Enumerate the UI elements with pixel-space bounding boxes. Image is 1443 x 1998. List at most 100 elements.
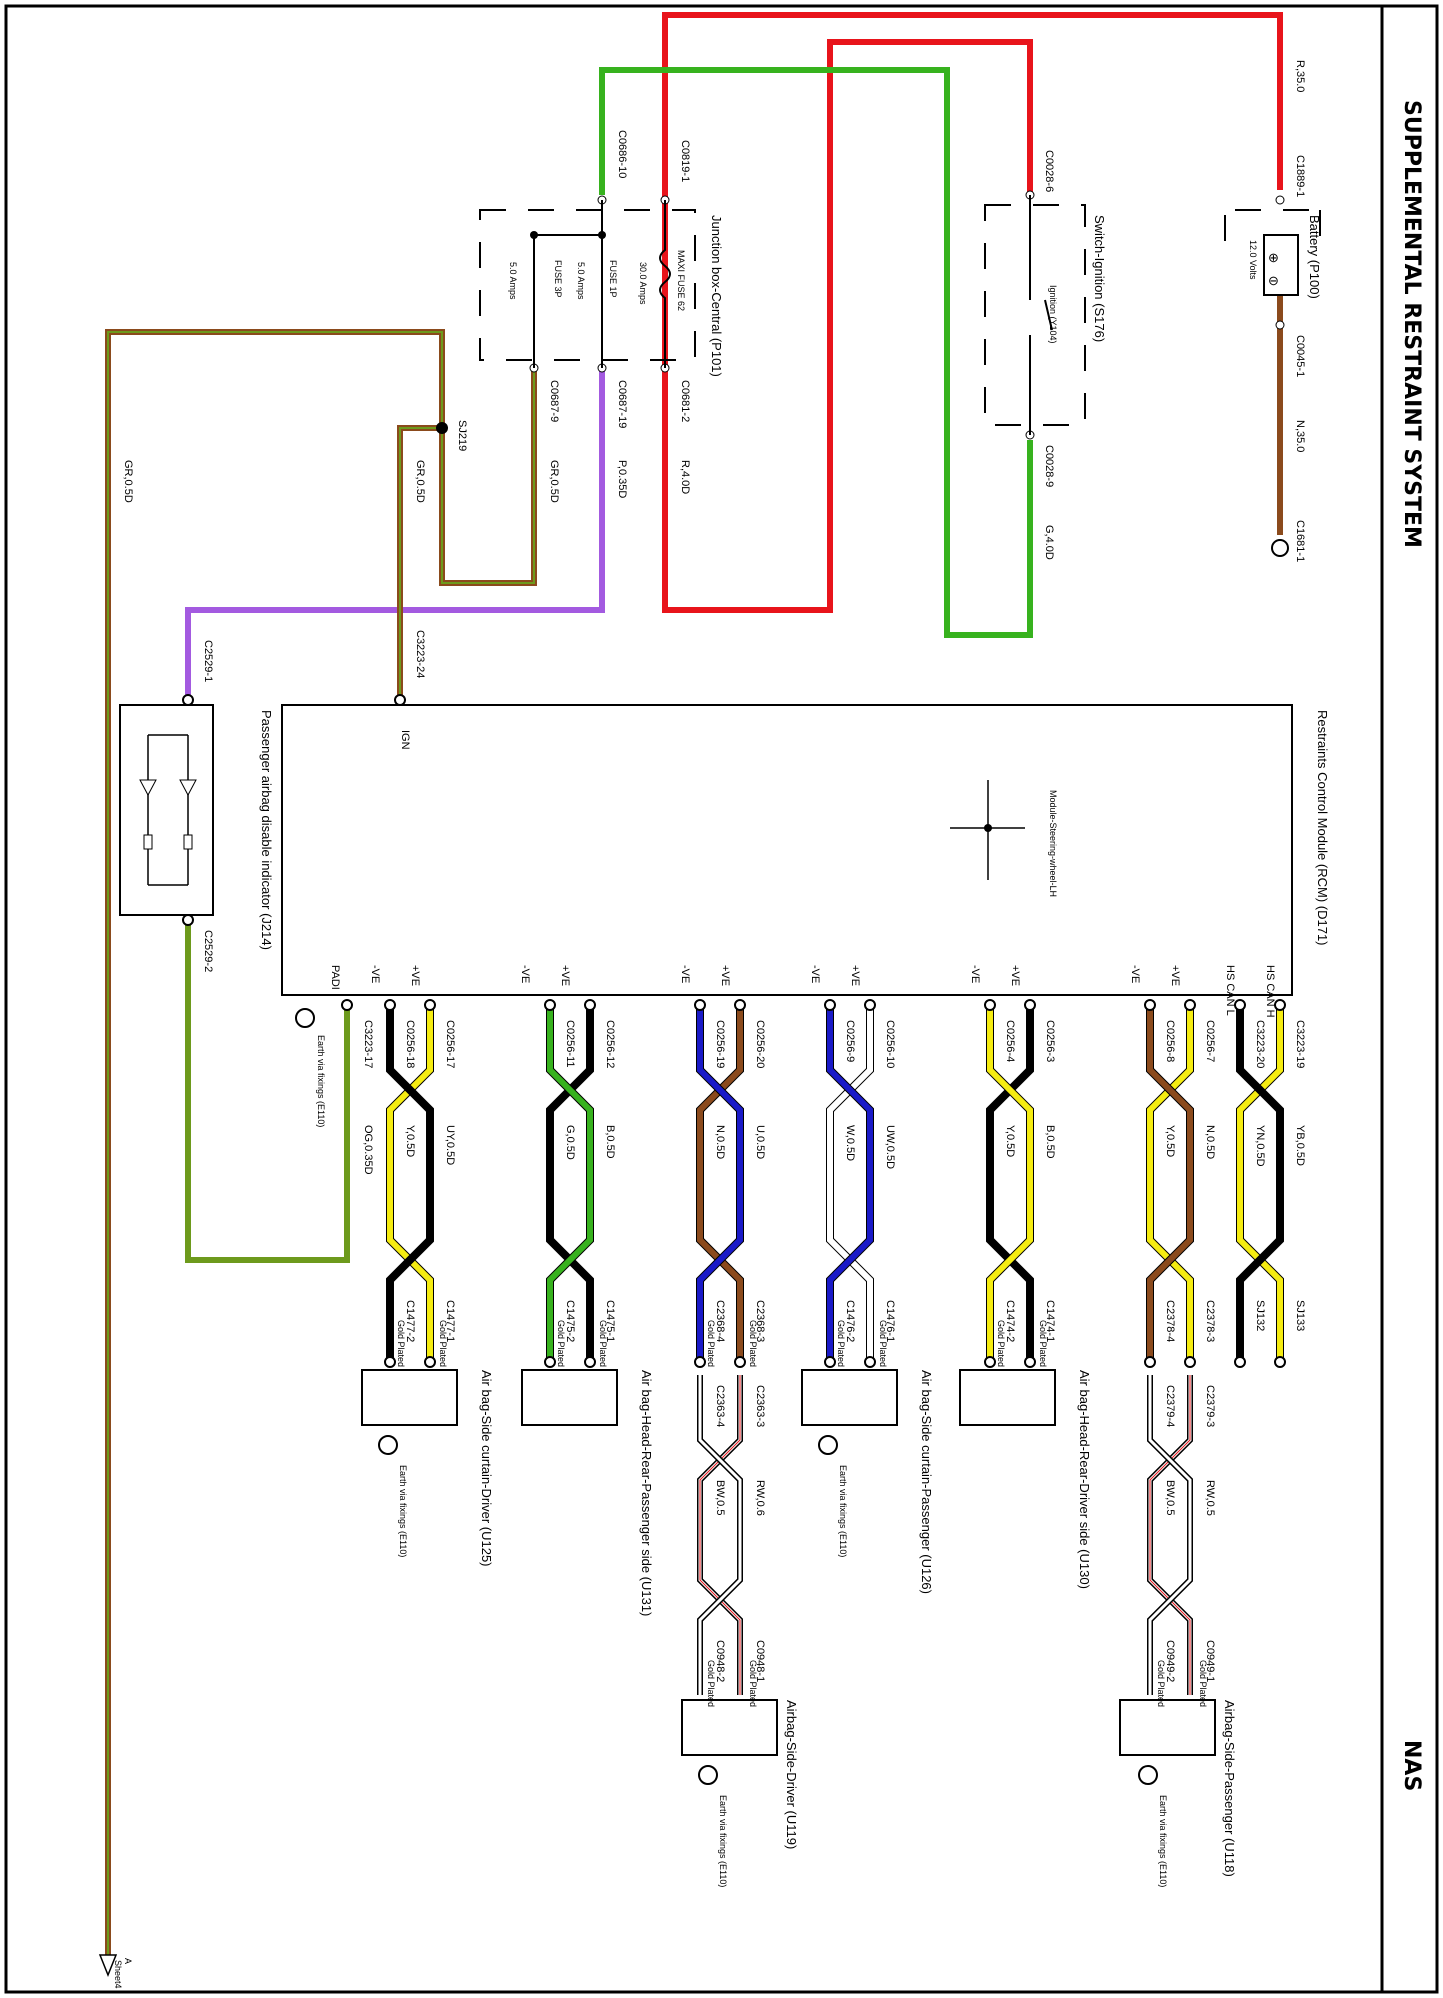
label: HS CAN L xyxy=(1224,965,1236,1016)
passenger-airbag-indicator: Passenger airbag disable indicator (J214… xyxy=(119,640,274,972)
svg-text:C1889-1: C1889-1 xyxy=(1294,155,1306,197)
connector-pin xyxy=(984,999,996,1011)
label: C0949-2 xyxy=(1164,1640,1176,1682)
label: C0949-1 xyxy=(1204,1640,1216,1682)
label: C0256-17 xyxy=(444,1020,456,1068)
label: C2368-4 xyxy=(714,1300,726,1342)
svg-text:C0681-2: C0681-2 xyxy=(679,380,691,422)
svg-text:FUSE 3P: FUSE 3P xyxy=(553,260,563,298)
label: C1475-2 xyxy=(564,1300,576,1342)
label: C2363-3 xyxy=(754,1385,766,1427)
svg-text:MAXI FUSE 62: MAXI FUSE 62 xyxy=(676,250,686,311)
connector-pin xyxy=(584,1356,596,1368)
label: Gold Plated xyxy=(1156,1660,1166,1707)
label: C0256-10 xyxy=(884,1020,896,1068)
svg-text:12.0 Volts: 12.0 Volts xyxy=(1248,240,1258,280)
label: C1474-1 xyxy=(1044,1300,1056,1342)
label: YB,0.5D xyxy=(1294,1125,1306,1166)
label: N,0.5D xyxy=(1204,1125,1216,1159)
label: SJ133 xyxy=(1294,1300,1306,1331)
label: -VE xyxy=(809,965,821,983)
connector-pin xyxy=(584,999,596,1011)
svg-text:C1681-1: C1681-1 xyxy=(1294,520,1306,562)
wire xyxy=(698,1375,742,1695)
svg-text:Earth via fixings (E110): Earth via fixings (E110) xyxy=(398,1465,408,1557)
connector-pin xyxy=(424,1356,436,1368)
svg-text:Earth via fixings (E110): Earth via fixings (E110) xyxy=(316,1035,326,1127)
svg-text:Earth via fixings (E110): Earth via fixings (E110) xyxy=(718,1795,728,1887)
svg-text:P,0.35D: P,0.35D xyxy=(616,460,628,498)
svg-text:Module-Steering-wheel-LH: Module-Steering-wheel-LH xyxy=(1048,790,1058,897)
airbag-modules: Air bag-Head-Rear-Driver side (U130) Air… xyxy=(361,1369,1237,1887)
label: -VE xyxy=(679,965,691,983)
svg-text:N,35.0: N,35.0 xyxy=(1294,420,1306,452)
connector-pin xyxy=(424,999,436,1011)
label: C0256-11 xyxy=(564,1020,576,1068)
harness-pair: C0256-20C0256-19U,0.5DN,0.5DC2368-3C2368… xyxy=(694,999,766,1368)
padi-wire xyxy=(185,920,350,1263)
svg-text:⊖: ⊖ xyxy=(1268,273,1279,288)
svg-text:Earth via fixings (E110): Earth via fixings (E110) xyxy=(1158,1795,1168,1887)
label: C0256-18 xyxy=(404,1020,416,1068)
connector-pin xyxy=(694,1356,706,1368)
label: +VE xyxy=(1169,965,1181,986)
junction-box: Junction box-Central (P101) MAXI FUSE 62… xyxy=(479,130,724,503)
market-label: NAS xyxy=(1399,1740,1424,1791)
label: C0948-1 xyxy=(754,1640,766,1682)
wire xyxy=(987,1005,1033,1360)
label: Gold Plated xyxy=(396,1320,406,1367)
connector-pin xyxy=(1184,999,1196,1011)
label: Gold Plated xyxy=(706,1320,716,1367)
svg-text:OG,0.35D: OG,0.35D xyxy=(362,1125,374,1175)
label: G,0.5D xyxy=(564,1125,576,1160)
connector-pin xyxy=(824,999,836,1011)
label: -VE xyxy=(969,965,981,983)
splice-label: SJ219 xyxy=(456,420,468,451)
connector-pin xyxy=(384,999,396,1011)
svg-text:IGN: IGN xyxy=(399,730,411,750)
svg-text:5.0 Amps: 5.0 Amps xyxy=(508,262,518,300)
wire xyxy=(697,1005,743,1360)
label: C0256-20 xyxy=(754,1020,766,1068)
wire xyxy=(1237,1005,1283,1360)
label: C1475-1 xyxy=(604,1300,616,1342)
connector-pin xyxy=(984,1356,996,1368)
wire xyxy=(987,1005,1033,1360)
label: +VE xyxy=(409,965,421,986)
svg-text:C3223-17: C3223-17 xyxy=(362,1020,374,1068)
gr-wire xyxy=(105,329,537,1955)
connector-pin xyxy=(1234,999,1246,1011)
wire xyxy=(1147,1005,1193,1360)
wire xyxy=(1237,1005,1283,1360)
label: C0256-3 xyxy=(1044,1020,1056,1062)
label: Gold Plated xyxy=(556,1320,566,1367)
label: Gold Plated xyxy=(438,1320,448,1367)
svg-text:30.0 Amps: 30.0 Amps xyxy=(638,262,648,305)
side-airbag-links: C2379-3C2379-4RW,0.5BW,0.5C0949-1C0949-2… xyxy=(697,1375,1216,1707)
svg-text:GR,0.5D: GR,0.5D xyxy=(414,460,426,503)
harness-pair: C0256-10C0256-9UW,0.5DW,0.5DC1476-1C1476… xyxy=(824,999,896,1368)
label: C2379-3 xyxy=(1204,1385,1216,1427)
svg-text:C0045-1: C0045-1 xyxy=(1294,335,1306,377)
label: -VE xyxy=(1129,965,1141,983)
connector-pin xyxy=(1024,1356,1036,1368)
label: C0256-7 xyxy=(1204,1020,1216,1062)
label: C0256-8 xyxy=(1164,1020,1176,1062)
label: UW,0.5D xyxy=(884,1125,896,1169)
label: +VE xyxy=(1009,965,1021,986)
svg-text:C0819-1: C0819-1 xyxy=(679,140,691,182)
svg-text:Airbag-Side-Driver (U119): Airbag-Side-Driver (U119) xyxy=(784,1700,799,1849)
svg-text:Air bag-Side curtain-Driver (U: Air bag-Side curtain-Driver (U125) xyxy=(479,1370,494,1567)
label: Y,0.5D xyxy=(1164,1125,1176,1157)
label: C3223-20 xyxy=(1254,1020,1266,1068)
label: C2378-4 xyxy=(1164,1300,1176,1342)
restraints-control-module: Restraints Control Module (RCM) (D171) I… xyxy=(281,630,1330,996)
svg-text:Switch-Ignition (S176): Switch-Ignition (S176) xyxy=(1092,215,1107,342)
green-wire-ign xyxy=(599,67,1033,638)
svg-text:FUSE 1P: FUSE 1P xyxy=(608,260,618,298)
label: C1477-1 xyxy=(444,1300,456,1342)
connector-pin xyxy=(1024,999,1036,1011)
ignition-switch: Switch-Ignition (S176) Ignition (Y104) C… xyxy=(984,150,1107,560)
